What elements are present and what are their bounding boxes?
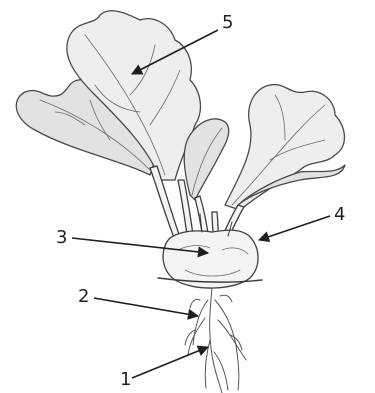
root-system [185, 288, 246, 393]
label-3: 3 [56, 227, 67, 248]
leaf-right [225, 85, 344, 210]
label-2: 2 [78, 286, 89, 307]
label-4: 4 [334, 204, 345, 225]
arrow-1 [132, 347, 208, 378]
arrow-4 [259, 216, 330, 240]
label-5: 5 [222, 12, 233, 33]
label-1: 1 [120, 369, 131, 390]
arrow-2 [94, 298, 198, 316]
